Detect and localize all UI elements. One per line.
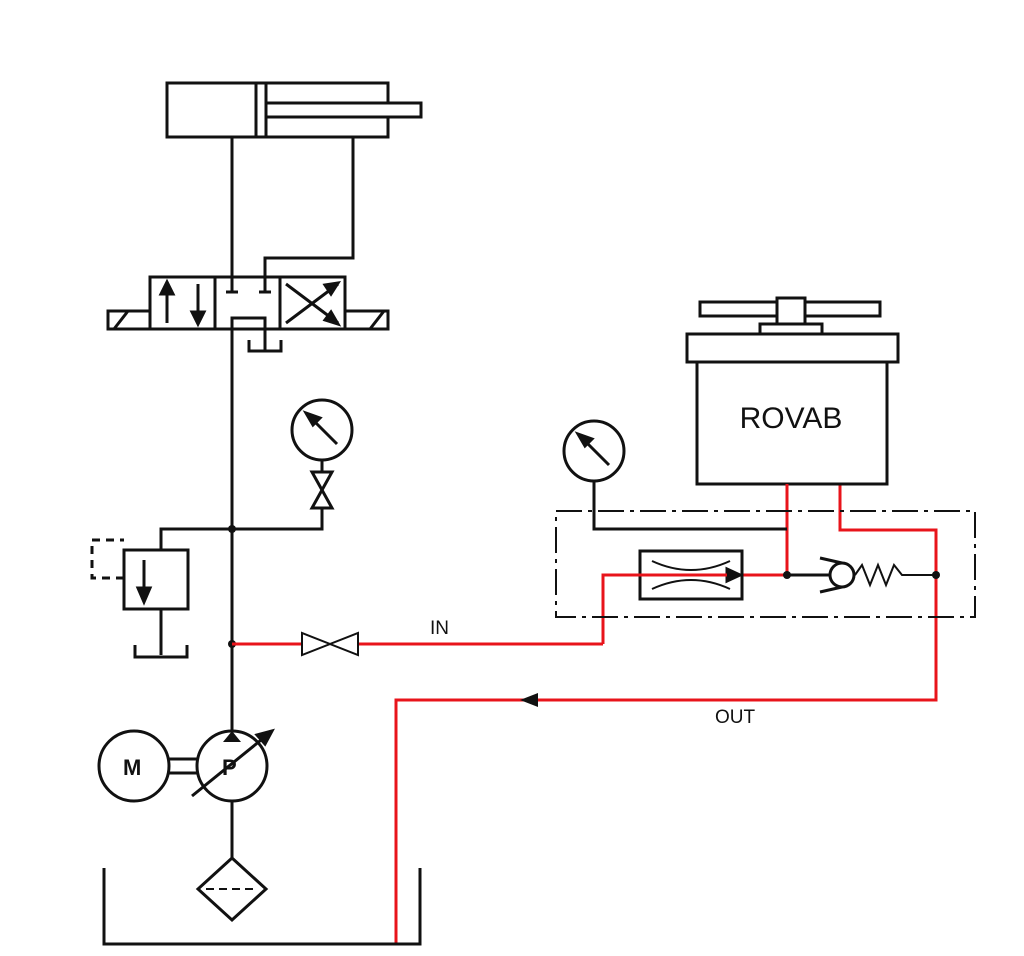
pressure-gauge xyxy=(562,419,787,531)
pressure-gauge xyxy=(290,398,354,462)
junction-dot xyxy=(932,571,940,579)
junction-dot xyxy=(228,525,236,533)
junction-dot xyxy=(783,571,791,579)
shutoff-valve xyxy=(301,631,359,657)
relief-valve xyxy=(90,527,232,659)
needle-valve xyxy=(232,460,335,531)
out-label: OUT xyxy=(715,707,756,728)
valve-tank-return xyxy=(247,329,283,353)
out-line xyxy=(394,484,938,944)
test-block-enclosure xyxy=(555,510,976,618)
in-label: IN xyxy=(430,618,449,639)
electric-motor xyxy=(97,729,197,803)
double-acting-cylinder xyxy=(165,81,423,139)
directional-control-valve xyxy=(106,275,390,331)
spring-check-valve xyxy=(787,556,936,594)
reservoir-tank xyxy=(102,868,422,946)
rovab-label: ROVAB xyxy=(740,402,843,435)
pump-label: P xyxy=(222,755,237,780)
suction-filter xyxy=(195,801,269,923)
rovab-unit xyxy=(685,296,900,486)
motor-label: M xyxy=(123,755,141,780)
cylinder-lines xyxy=(230,137,355,292)
flow-arrow-icon xyxy=(520,693,538,707)
